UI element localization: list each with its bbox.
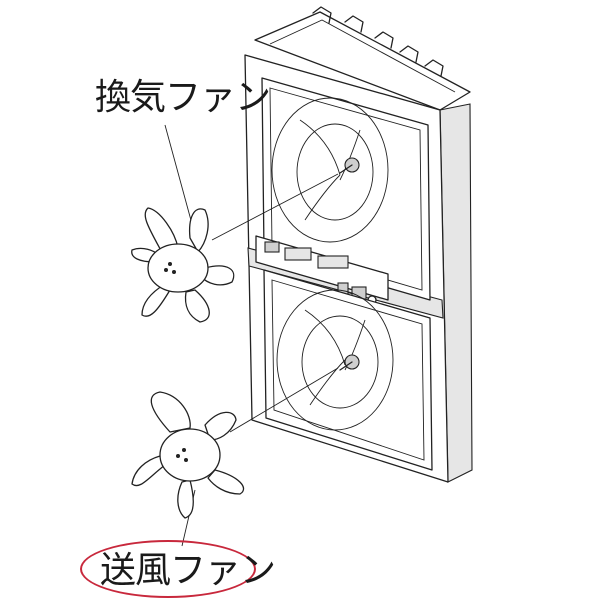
ventilation-fan-blade [131, 124, 339, 323]
lower-fan-chamber [263, 269, 433, 471]
upper-fan-chamber [261, 77, 431, 301]
blower-fan-blade [131, 367, 339, 547]
highlight-circle [80, 540, 256, 598]
ventilation-fan-label: 換気ファン [95, 77, 271, 118]
blower-fan-label: 送風ファン [100, 550, 276, 591]
